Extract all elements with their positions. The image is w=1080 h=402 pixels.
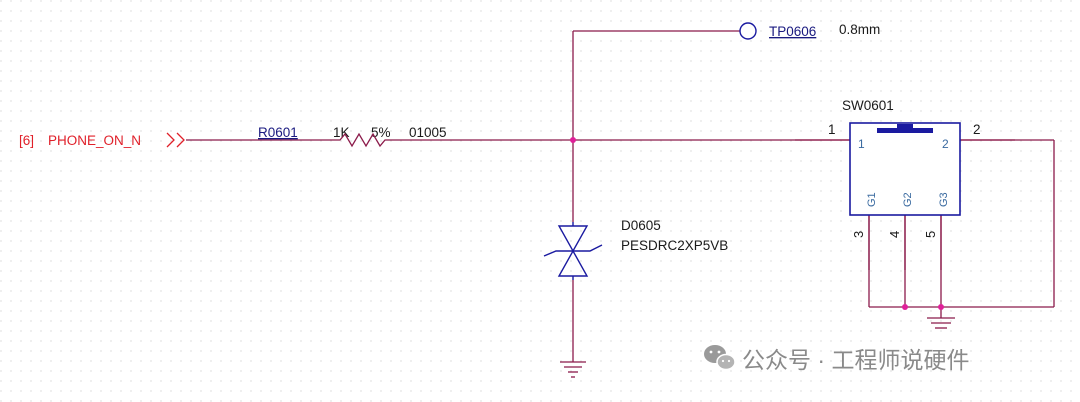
test-point-size: 0.8mm: [839, 22, 880, 37]
switch-pin1-number: 1: [828, 122, 836, 137]
switch-pin5-number: 5: [923, 231, 938, 238]
bidirectional-tvs-diode-icon: [543, 222, 603, 280]
resistor-r0601[interactable]: R0601 1K 5% 01005: [258, 125, 447, 148]
net-sheet-ref: [6]: [19, 133, 34, 148]
switch-body: [849, 122, 961, 216]
resistor-package: 01005: [409, 125, 447, 140]
switch-g2-label: G2: [902, 192, 914, 207]
wechat-icon: [704, 345, 736, 371]
net-port[interactable]: [6] PHONE_ON_N: [19, 132, 185, 148]
net-name: PHONE_ON_N: [48, 133, 141, 148]
switch-pin3-number: 3: [851, 231, 866, 238]
resistor-tolerance: 5%: [371, 125, 391, 140]
switch-pin2-number: 2: [973, 122, 981, 137]
resistor-zigzag-icon: [314, 132, 390, 148]
resistor-ref: R0601: [258, 125, 298, 140]
switch-g1-label: G1: [866, 192, 878, 207]
junction-dot: [902, 304, 908, 310]
resistor-value: 1K: [333, 125, 350, 140]
junction-dot: [570, 137, 576, 143]
switch-ref: SW0601: [842, 98, 894, 113]
switch-pin4-number: 4: [887, 231, 902, 238]
junctions: [570, 137, 944, 310]
diode-d0605[interactable]: D0605 PESDRC2XP5VB: [543, 218, 728, 280]
port-arrow-icon: [166, 132, 185, 148]
switch-actuator-icon: [877, 124, 933, 133]
switch-sw0601[interactable]: SW0601 1 2 3 4 5 1 2 G1 G2 G3: [795, 98, 1015, 270]
switch-g3-label: G3: [938, 192, 950, 207]
test-point-icon: [739, 22, 757, 40]
switch-pin2-name: 2: [942, 137, 949, 151]
ground-icon: [927, 317, 955, 329]
switch-pin1-name: 1: [858, 137, 865, 151]
watermark-text: 公众号 · 工程师说硬件: [742, 347, 969, 373]
watermark: 公众号 · 工程师说硬件: [704, 345, 969, 373]
ground-icon: [560, 361, 586, 378]
test-point-tp0606[interactable]: TP0606 0.8mm: [739, 22, 880, 40]
junction-dot: [938, 304, 944, 310]
diode-part: PESDRC2XP5VB: [621, 238, 728, 253]
test-point-ref: TP0606: [769, 24, 816, 39]
diode-ref: D0605: [621, 218, 661, 233]
